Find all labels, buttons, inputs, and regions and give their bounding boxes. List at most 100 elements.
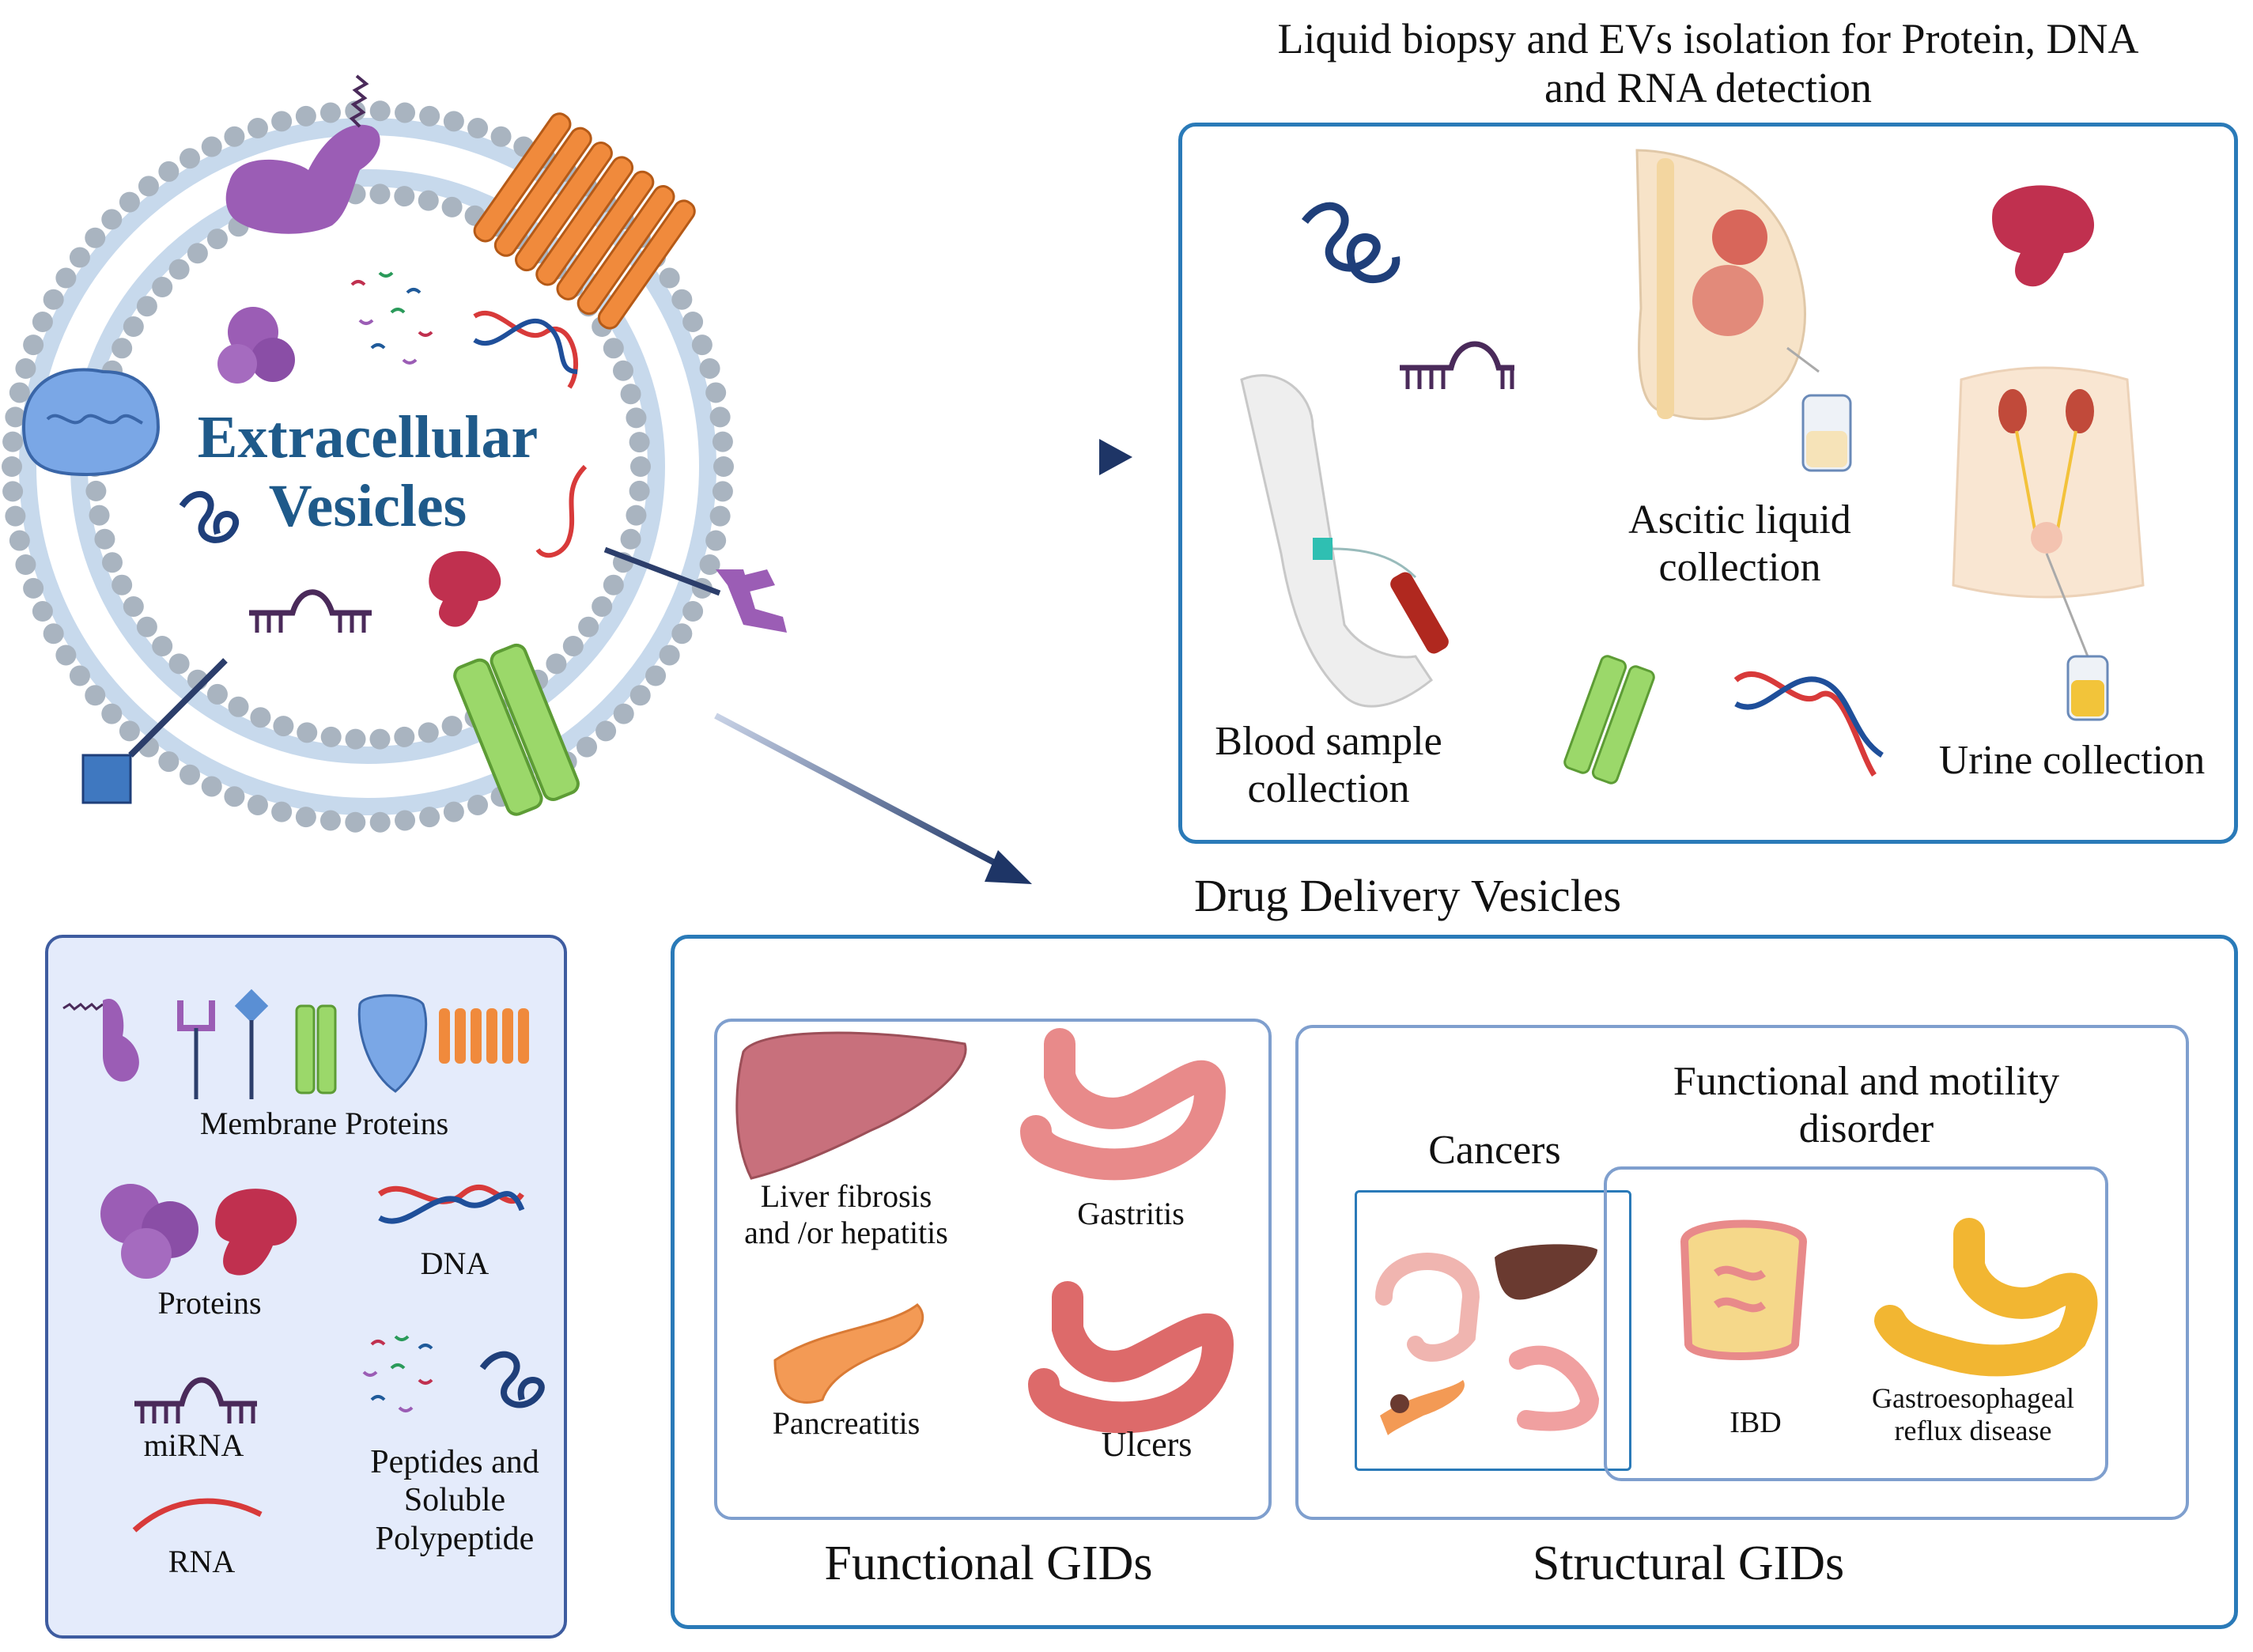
legend-membrane-proteins-label: Membrane Proteins: [199, 1106, 449, 1141]
abdomen-illustration-icon: [1635, 149, 1820, 421]
phospholipid-head: [119, 191, 140, 213]
phospholipid-head: [713, 456, 734, 477]
phospholipid-head: [546, 653, 567, 675]
phospholipid-head: [705, 530, 727, 551]
ascitic-drain-bag-icon: [1801, 394, 1852, 472]
liver-cancer-illustration-icon: [1495, 1244, 1597, 1300]
blood-label: Blood sample collection: [1215, 719, 1442, 811]
arrow-to-biopsy: [775, 439, 1132, 475]
phospholipid-head: [271, 111, 293, 132]
phospholipid-head: [592, 595, 613, 617]
phospholipid-head: [250, 707, 271, 728]
functional-item-gastritis: Gastritis: [1077, 1196, 1185, 1231]
phospholipid-head: [158, 161, 180, 182]
phospholipid-head: [467, 794, 489, 815]
biopsy-green-channel-icon: [1563, 655, 1655, 784]
cancers-title: Cancers: [1428, 1128, 1561, 1173]
blue-membrane-protein-icon: [21, 368, 161, 477]
phospholipid-head: [43, 623, 64, 645]
cancers-box: [1355, 1190, 1631, 1471]
legend-rna-label: RNA: [168, 1544, 236, 1579]
phospholipid-head: [152, 277, 173, 298]
phospholipid-head: [369, 100, 391, 122]
phospholipid-head: [168, 259, 190, 280]
purple-receptor-icon: [603, 546, 787, 633]
phospholipid-head: [709, 505, 731, 527]
phospholipid-head: [671, 289, 693, 310]
legend-dna-label: DNA: [420, 1246, 490, 1281]
phospholipid-head: [345, 728, 366, 750]
phospholipid-head: [224, 786, 245, 807]
phospholipid-head: [123, 316, 144, 338]
urine-label: Urine collection: [1938, 738, 2206, 783]
phospholipid-head: [247, 118, 268, 139]
phospholipid-head: [271, 801, 293, 822]
phospholipid-head: [682, 311, 704, 332]
phospholipid-head: [345, 811, 366, 833]
phospholipid-head: [85, 480, 107, 501]
gerd-stomach-illustration-icon: [1874, 1218, 2098, 1377]
phospholipid-head: [180, 764, 200, 785]
urinary-system-illustration-icon: [1952, 366, 2145, 657]
vesicle-title: Extracellular Vesicles: [197, 404, 539, 540]
phospholipid-head: [443, 801, 464, 822]
phospholipid-head: [319, 102, 341, 123]
stomach-ulcer-illustration-icon: [1028, 1281, 1234, 1434]
legend-diamond-receptor-icon: [234, 989, 269, 1099]
pancreas-cancer-illustration-icon: [1380, 1380, 1465, 1435]
biopsy-box: [1178, 123, 2238, 844]
structural-item-gerd: Gastroesophageal reflux disease: [1872, 1382, 2074, 1447]
phospholipid-head: [467, 118, 489, 139]
phospholipid-head: [659, 267, 680, 289]
phospholipid-head: [9, 530, 30, 551]
phospholipid-head: [578, 616, 599, 637]
phospholipid-head: [626, 407, 647, 429]
phospholipid-head: [297, 722, 318, 743]
phospholipid-head: [136, 616, 157, 637]
phospholipid-head: [85, 227, 106, 248]
drug-delivery-title: Drug Delivery Vesicles: [1193, 870, 1622, 921]
vesicle-protein-red-icon: [429, 550, 501, 627]
phospholipid-head: [187, 243, 208, 264]
phospholipid-head: [206, 229, 228, 250]
vesicle-rna-icon: [535, 464, 588, 558]
phospholipid-head: [224, 126, 245, 147]
phospholipid-head: [626, 505, 647, 526]
legend-peptides-label: Peptides and Soluble Polypeptide: [370, 1444, 539, 1557]
arrow-to-drug-delivery: [714, 713, 1032, 884]
phospholipid-head: [682, 601, 704, 622]
phospholipid-head: [395, 810, 416, 831]
phospholipid-head: [32, 601, 53, 622]
legend-orange-transmembrane-icon: [439, 1008, 529, 1064]
legend-red-protein-icon: [215, 1189, 297, 1276]
phospholipid-head: [345, 100, 366, 122]
biopsy-dna-icon: [1733, 671, 1884, 777]
phospholipid-head: [180, 148, 200, 169]
phospholipid-head: [319, 810, 341, 831]
phospholipid-head: [369, 728, 391, 750]
functional-gids-box: [714, 1019, 1272, 1520]
phospholipid-head: [206, 683, 228, 705]
phospholipid-head: [32, 311, 53, 332]
phospholipid-head: [576, 736, 598, 758]
phospholipid-head: [55, 645, 77, 666]
colon-cancer-illustration-icon: [1375, 1253, 1480, 1362]
phospholipid-head: [369, 811, 391, 833]
phospholipid-head: [5, 406, 26, 428]
phospholipid-head: [138, 176, 159, 197]
phospholipid-head: [418, 190, 439, 211]
legend-blue-protein-icon: [357, 994, 428, 1093]
phospholipid-head: [101, 209, 123, 230]
phospholipid-head: [23, 335, 44, 356]
phospholipid-head: [709, 406, 731, 428]
stomach-gastritis-illustration-icon: [1020, 1028, 1227, 1181]
phospholipid-head: [94, 528, 115, 550]
phospholipid-head: [201, 136, 222, 157]
phospholipid-head: [441, 196, 463, 217]
phospholipid-head: [418, 722, 439, 743]
phospholipid-head: [394, 726, 415, 747]
phospholipid-head: [394, 186, 415, 207]
phospholipid-head: [2, 431, 24, 452]
phospholipid-head: [562, 635, 584, 656]
biopsy-mirna-icon: [1400, 341, 1514, 389]
